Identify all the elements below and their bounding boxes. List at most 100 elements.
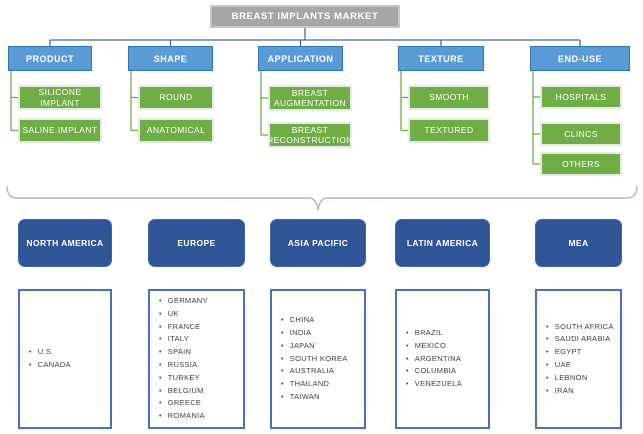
segment-item: ROUND (138, 85, 214, 110)
country-label: BRAZIL (414, 328, 443, 337)
country-label: VENEZUELA (414, 379, 463, 389)
segment-header-application: APPLICATION (258, 46, 343, 71)
country-list: •GERMANY•UK•FRANCE•ITALY•SPAIN•RUSSIA•TU… (148, 289, 245, 429)
country-label: MEXICO (414, 340, 447, 350)
country-label: COLUMBIA (414, 366, 457, 376)
bullet-icon: • (281, 330, 284, 337)
bullet-icon: • (546, 336, 549, 344)
bullet-icon: • (546, 374, 549, 382)
region-box-asia-pacific: ASIA PACIFIC (270, 219, 366, 267)
country-list: •SOUTH AFRICA•SAUDI ARABIA•EGYPT•UAE•LEB… (535, 289, 622, 429)
diagram-title: BREAST IMPLANTS MARKET (210, 5, 400, 28)
region-box-latin-america: LATIN AMERICA (395, 219, 490, 267)
country-item: •GREECE (159, 397, 201, 410)
country-label: RUSSIA (167, 360, 198, 369)
region-box-north-america: NORTH AMERICA (18, 219, 112, 267)
country-list: • CHINA • INDIA • JAPAN • SOUTH KOREA • AUSTRALIA… (270, 289, 366, 429)
country-item: • JAPAN (281, 340, 315, 353)
country-item: •TURKEY (159, 372, 200, 385)
country-item: • RUSSIA (159, 359, 198, 372)
country-item: • EGYPT (546, 346, 582, 359)
country-label: ARGENTINA (414, 353, 462, 363)
country-item: • INDIA (281, 327, 311, 340)
bullet-icon: • (281, 381, 284, 389)
bullet-icon: • (159, 310, 162, 318)
country-item: • VENEZUELA (406, 378, 462, 391)
country-item: •U.S. (29, 346, 54, 359)
segment-item: SILICONE IMPLANT (18, 85, 102, 110)
country-item: • SOUTH AFRICA (546, 321, 614, 334)
country-item: • BELGIUM (159, 385, 204, 398)
country-item: • AUSTRALIA (281, 365, 334, 378)
bullet-icon: • (281, 393, 284, 401)
country-label: AUSTRALIA (289, 366, 335, 376)
country-label: TAIWAN (289, 391, 320, 401)
country-item: • FRANCE (159, 321, 200, 334)
segment-item: SMOOTH (408, 85, 490, 110)
segment-item: SALINE IMPLANT (18, 118, 102, 143)
bullet-icon: • (159, 387, 162, 395)
country-label: U.S. (37, 347, 54, 357)
country-label: FRANCE (167, 321, 201, 331)
country-label: CANADA (37, 360, 71, 369)
segment-header-shape: SHAPE (128, 46, 213, 71)
country-label: ITALY (167, 334, 189, 344)
bullet-icon: • (406, 342, 409, 350)
country-item: •UAE (546, 359, 571, 372)
country-label: TURKEY (167, 372, 200, 382)
country-label: JAPAN (289, 340, 315, 350)
country-item: • ARGENTINA (406, 353, 461, 366)
bullet-icon: • (159, 336, 162, 344)
brace-connector (6, 185, 638, 211)
country-item: • ROMANIA (159, 410, 205, 423)
segment-item: ANATOMICAL (138, 118, 214, 143)
country-label: GREECE (167, 398, 202, 408)
country-label: EGYPT (554, 347, 582, 357)
segment-header-product: PRODUCT (8, 46, 92, 71)
country-label: SOUTH AFRICA (554, 321, 614, 331)
bullet-icon: • (406, 381, 409, 389)
country-item: •CANADA (29, 359, 71, 372)
bullet-icon: • (406, 368, 409, 376)
region-box-europe: EUROPE (148, 219, 245, 267)
bullet-icon: • (159, 349, 162, 357)
country-item: • COLUMBIA (406, 365, 456, 378)
segment-item: CLINCS (540, 122, 622, 146)
bullet-icon: • (406, 355, 409, 363)
country-label: UAE (554, 360, 572, 369)
bullet-icon: • (159, 362, 162, 369)
bullet-icon: • (281, 355, 284, 363)
bullet-icon: • (546, 323, 549, 331)
bullet-icon: • (159, 323, 162, 331)
bullet-icon: • (281, 317, 284, 325)
country-item: • LEBNON (546, 372, 587, 385)
bullet-icon: • (159, 298, 162, 306)
segment-header-end-use: END-USE (530, 46, 630, 71)
region-box-mea: MEA (535, 219, 622, 267)
country-item: • SPAIN (159, 346, 191, 359)
segment-item: HOSPITALS (540, 85, 622, 109)
bullet-icon: • (406, 330, 409, 337)
country-label: BELGIUM (167, 385, 204, 395)
country-item: •SAUDI ARABIA (546, 333, 610, 346)
segment-item: TEXTURED (408, 118, 490, 143)
bullet-icon: • (546, 349, 549, 357)
country-label: ROMANIA (167, 411, 205, 421)
country-list: •U.S.•CANADA (18, 289, 112, 429)
country-label: INDIA (289, 328, 312, 337)
country-item: • CHINA (281, 314, 315, 327)
country-item: • TAIWAN (281, 391, 320, 404)
bullet-icon: • (281, 342, 284, 350)
bullet-icon: • (159, 413, 162, 421)
country-item: • MEXICO (406, 340, 446, 353)
country-label: THAILAND (289, 379, 330, 389)
country-label: SPAIN (167, 347, 192, 357)
bullet-icon: • (281, 368, 284, 376)
country-label: SOUTH KOREA (289, 353, 348, 363)
country-label: CHINA (289, 315, 315, 325)
country-item: • THAILAND (281, 378, 329, 391)
country-label: IRAN (554, 385, 574, 395)
country-label: LEBNON (554, 372, 588, 382)
